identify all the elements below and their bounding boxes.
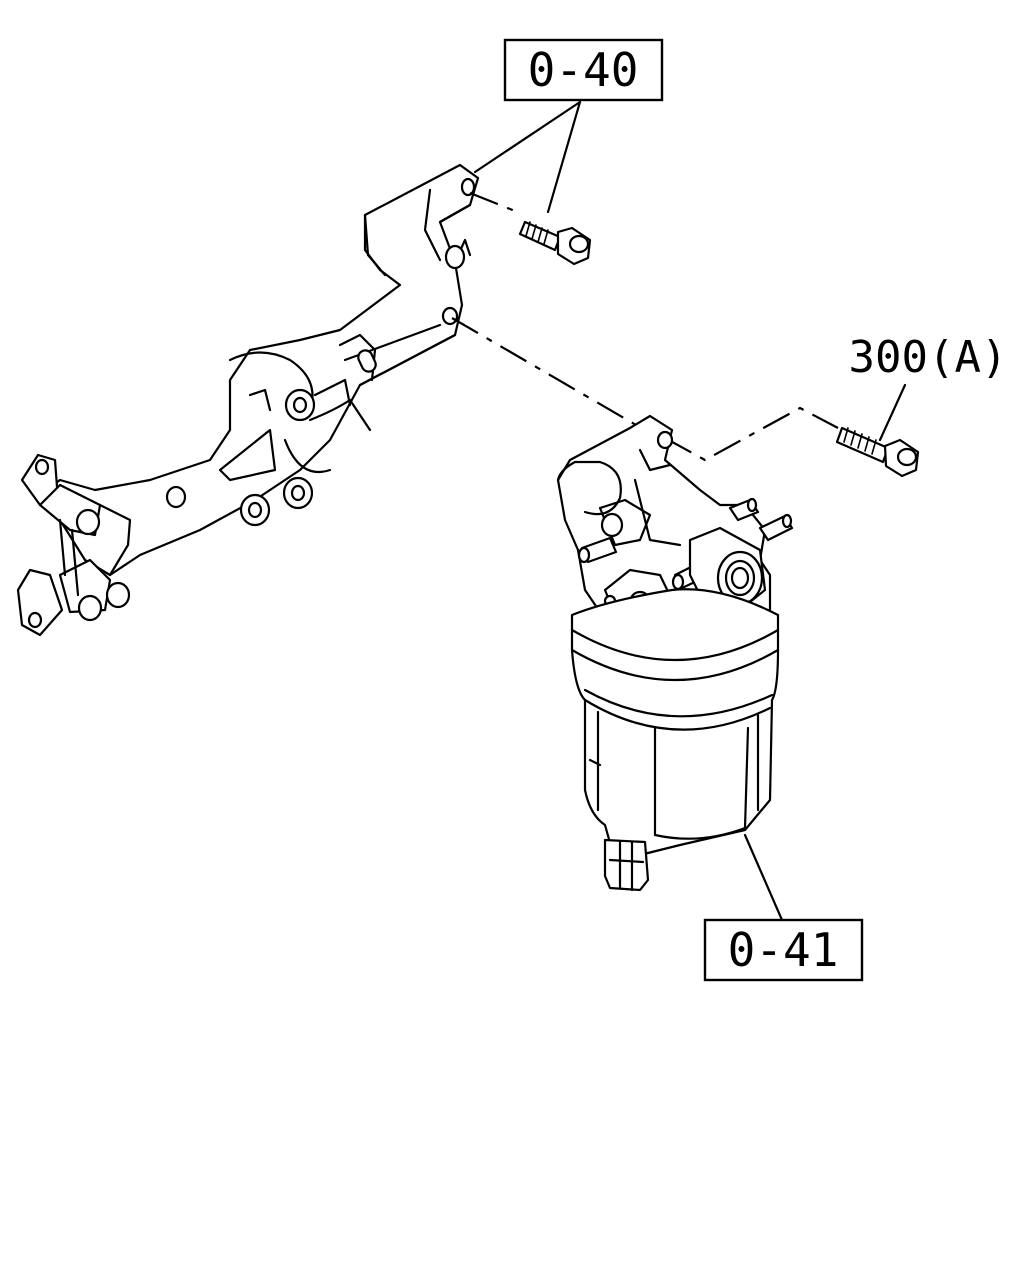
assembly-guide-lines (451, 191, 839, 462)
leader-lines (473, 100, 907, 922)
callout-300a-text: 300(A) (849, 332, 1008, 383)
callout-0-40: 0-40 (503, 38, 664, 102)
callout-300a: 300(A) (849, 332, 1008, 383)
callout-0-41-text: 0-41 (728, 923, 839, 977)
mount-bolt (835, 426, 920, 478)
bracket-bolt (518, 220, 592, 266)
mounting-bracket (16, 163, 480, 637)
filter-assembly (556, 414, 794, 892)
callout-0-41: 0-41 (703, 918, 864, 982)
callout-0-40-text: 0-40 (528, 43, 639, 97)
